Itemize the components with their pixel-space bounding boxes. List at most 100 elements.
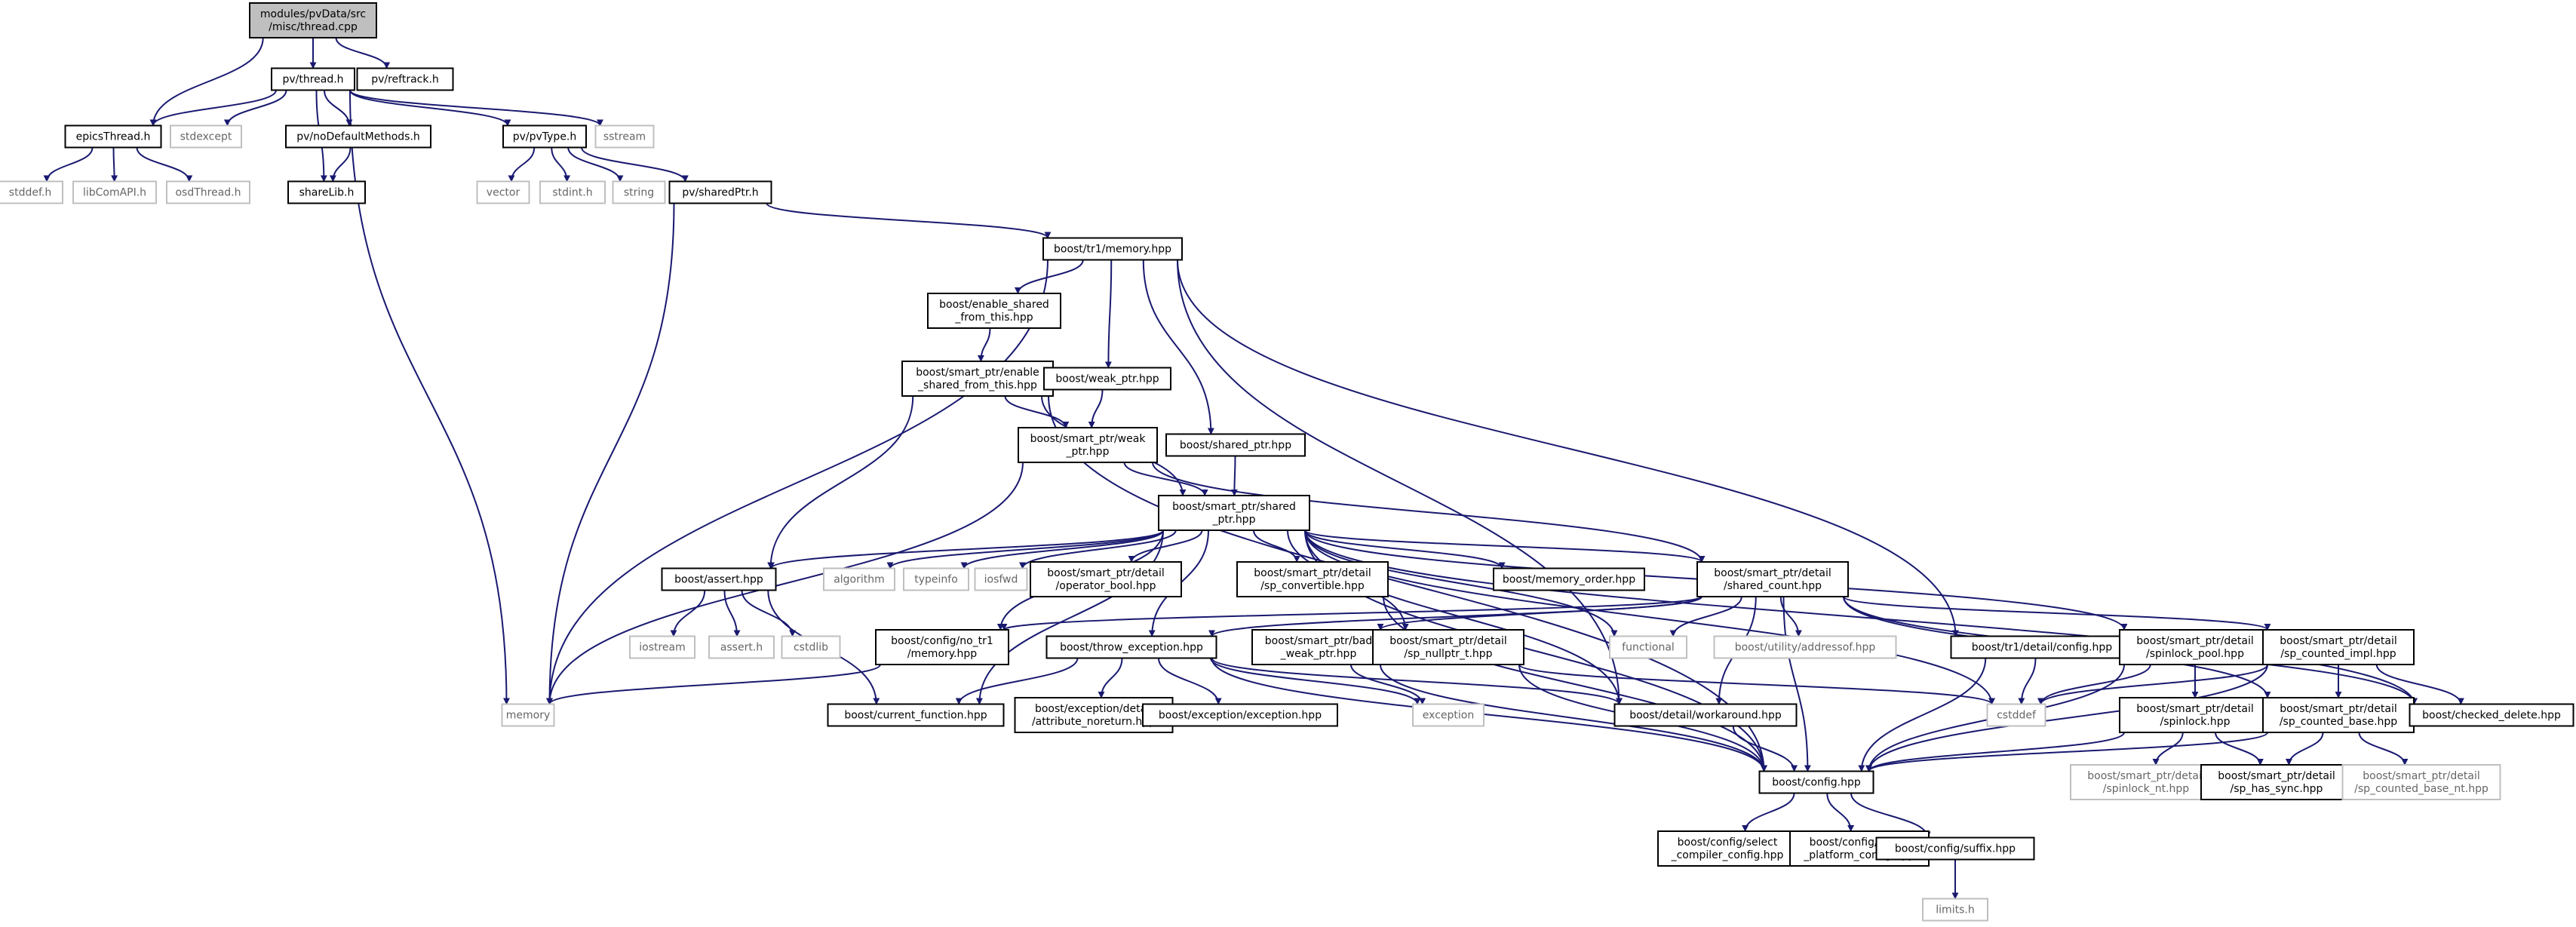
node-sharelib-h[interactable]: shareLib.h (287, 180, 366, 204)
node-box (166, 180, 250, 204)
node-label: _weak_ptr.hpp (1280, 648, 1357, 660)
node-box (64, 124, 162, 149)
edge-n1-n3 (149, 90, 277, 127)
node-label: boost/smart_ptr/detail (2087, 770, 2204, 782)
node-box (1922, 898, 1988, 922)
node-pv-pvtype-h[interactable]: pv/pvType.h (502, 124, 587, 149)
node-boost-tr1-detail-config-hpp[interactable]: boost/tr1/detail/config.hpp (1950, 635, 2134, 659)
edge-n23-n33 (741, 590, 797, 637)
node-label: memory (506, 710, 551, 722)
node-label: pv/noDefaultMethods.h (296, 131, 420, 143)
node-label: boost/smart_ptr/detail (2280, 635, 2396, 647)
node-osdthread-h: osdThread.h (166, 180, 250, 204)
node-boost-smart-ptr-bad-weak-ptr-hpp[interactable]: boost/smart_ptr/bad_weak_ptr.hpp (1251, 629, 1386, 665)
node-sstream: sstream (594, 124, 655, 149)
node-boost-smart-ptr-weak-ptr-hpp[interactable]: boost/smart_ptr/weak_ptr.hpp (1018, 427, 1158, 463)
node-boost-smart-ptr-detail-sp-counted-impl-hpp[interactable]: boost/smart_ptr/detail/sp_counted_impl.h… (2262, 629, 2415, 665)
edge-n3-n10 (136, 147, 193, 183)
node-epicsthread-h[interactable]: epicsThread.h (64, 124, 162, 149)
node-label: pv/thread.h (282, 74, 343, 86)
node-label: stddef.h (9, 187, 51, 199)
node-label: /sp_counted_impl.hpp (2280, 648, 2396, 660)
node-box (708, 635, 775, 659)
node-pv-thread-h[interactable]: pv/thread.h (271, 67, 355, 91)
node-boost-utility-addressof-hpp: boost/utility/addressof.hpp (1713, 635, 1897, 659)
node-label: boost/smart_ptr/detail (1047, 567, 1164, 579)
node-box (629, 635, 695, 659)
edge-n0-n2 (335, 37, 391, 69)
node-boost-smart-ptr-detail-operator-bool-hpp[interactable]: boost/smart_ptr/detail/operator_bool.hpp (1030, 561, 1182, 597)
node-boost-smart-ptr-detail-sp-counted-base-hpp[interactable]: boost/smart_ptr/detail/sp_counted_base.h… (2262, 697, 2415, 733)
edge-n22-n28 (1253, 529, 1300, 563)
node-label: /spinlock.hpp (2160, 716, 2230, 728)
edge-n16-n17 (1014, 259, 1084, 294)
node-boost-config-no-tr1-memory-hpp[interactable]: boost/config/no_tr1/memory.hpp (875, 629, 1009, 665)
node-pv-reftrack-h[interactable]: pv/reftrack.h (356, 67, 454, 91)
edge-n36-n47 (1350, 664, 1426, 705)
node-label: string (624, 187, 654, 199)
edge-n23-n32 (723, 590, 741, 637)
edge-n30-n36 (1377, 596, 1702, 631)
node-boost-exception-exception-hpp[interactable]: boost/exception/exception.hpp (1142, 703, 1338, 727)
node-boost-smart-ptr-enable-shared-from-this-hpp[interactable]: boost/smart_ptr/enable_shared_from_this.… (901, 361, 1054, 397)
node-boost-smart-ptr-shared-ptr-hpp[interactable]: boost/smart_ptr/shared_ptr.hpp (1158, 495, 1310, 531)
node-box (1045, 635, 1217, 659)
node-label: boost/config/select (1678, 836, 1778, 849)
node-box (2200, 764, 2353, 800)
node-label: osdThread.h (175, 187, 241, 199)
node-boost-weak-ptr-hpp[interactable]: boost/weak_ptr.hpp (1043, 367, 1171, 391)
edge-n1-n6 (349, 90, 511, 127)
node-boost-tr1-memory-hpp[interactable]: boost/tr1/memory.hpp (1042, 237, 1183, 261)
node-boost-assert-hpp[interactable]: boost/assert.hpp (661, 567, 777, 591)
node-boost-smart-ptr-detail-sp-convertible-hpp[interactable]: boost/smart_ptr/detail/sp_convertible.hp… (1236, 561, 1389, 597)
edge-n15-n43 (546, 203, 675, 705)
node-box (170, 124, 242, 149)
edge-n22-n38 (1304, 529, 1618, 637)
node-box (1713, 635, 1897, 659)
edge-n20-n22 (1230, 456, 1238, 496)
node-boost-config-select-compiler-config-hpp[interactable]: boost/config/select_compiler_config.hpp (1657, 830, 1798, 867)
node-boost-shared-ptr-hpp[interactable]: boost/shared_ptr.hpp (1165, 433, 1306, 457)
edge-n50-n55 (2215, 732, 2264, 766)
node-label: libComAPI.h (83, 187, 146, 199)
node-boost-smart-ptr-detail-spinlock-pool-hpp[interactable]: boost/smart_ptr/detail/spinlock_pool.hpp (2119, 629, 2271, 665)
edge-n35-n48 (1211, 657, 1623, 705)
node-boost-config-hpp[interactable]: boost/config.hpp (1758, 770, 1874, 794)
edge-n1-n5 (324, 90, 353, 127)
node-modules-pvdata-src-misc-thread-cpp[interactable]: modules/pvData/src/misc/thread.cpp (249, 2, 377, 38)
node-box (1372, 629, 1524, 665)
node-boost-enable-shared-from-this-hpp[interactable]: boost/enable_shared_from_this.hpp (927, 293, 1061, 329)
node-boost-smart-ptr-detail-shared-count-hpp[interactable]: boost/smart_ptr/detail/shared_count.hpp (1696, 561, 1849, 597)
node-boost-current-function-hpp[interactable]: boost/current_function.hpp (827, 703, 1005, 727)
edge-n42-n52 (2375, 664, 2464, 705)
edge-n21-n22 (1123, 462, 1208, 496)
node-boost-smart-ptr-detail-spinlock-hpp[interactable]: boost/smart_ptr/detail/spinlock.hpp (2119, 697, 2271, 733)
node-box (974, 567, 1028, 591)
node-boost-config-suffix-hpp[interactable]: boost/config/suffix.hpp (1875, 836, 2035, 861)
edge-n22-n30 (1304, 529, 1706, 563)
node-boost-smart-ptr-detail-sp-has-sync-hpp[interactable]: boost/smart_ptr/detail/sp_has_sync.hpp (2200, 764, 2353, 800)
edge-n18-n23 (767, 395, 914, 569)
node-pv-nodefaultmethods-h[interactable]: pv/noDefaultMethods.h (285, 124, 431, 149)
node-label: boost/smart_ptr/bad (1265, 635, 1372, 647)
node-boost-detail-workaround-hpp[interactable]: boost/detail/workaround.hpp (1613, 703, 1798, 727)
node-stdexcept: stdexcept (170, 124, 242, 149)
node-boost-checked-delete-hpp[interactable]: boost/checked_delete.hpp (2409, 703, 2574, 727)
node-pv-sharedptr-h[interactable]: pv/sharedPtr.h (668, 180, 772, 204)
node-boost-throw-exception-hpp[interactable]: boost/throw_exception.hpp (1045, 635, 1217, 659)
edge-n41-n49 (2037, 664, 2151, 705)
node-box (823, 567, 895, 591)
node-label: _ptr.hpp (1212, 514, 1256, 526)
node-box (1986, 703, 2046, 727)
node-boost-memory-order-hpp[interactable]: boost/memory_order.hpp (1493, 567, 1645, 591)
node-label: stdexcept (180, 131, 232, 143)
node-algorithm: algorithm (823, 567, 895, 591)
edge-n36-n53 (1380, 664, 1767, 772)
edge-n19-n21 (1088, 389, 1104, 428)
node-box (903, 567, 969, 591)
node-boost-smart-ptr-detail-sp-nullptr-t-hpp[interactable]: boost/smart_ptr/detail/sp_nullptr_t.hpp (1372, 629, 1524, 665)
node-label: boost/throw_exception.hpp (1060, 642, 1203, 654)
node-cstddef: cstddef (1986, 703, 2046, 727)
edge-n6-n13 (551, 147, 571, 183)
